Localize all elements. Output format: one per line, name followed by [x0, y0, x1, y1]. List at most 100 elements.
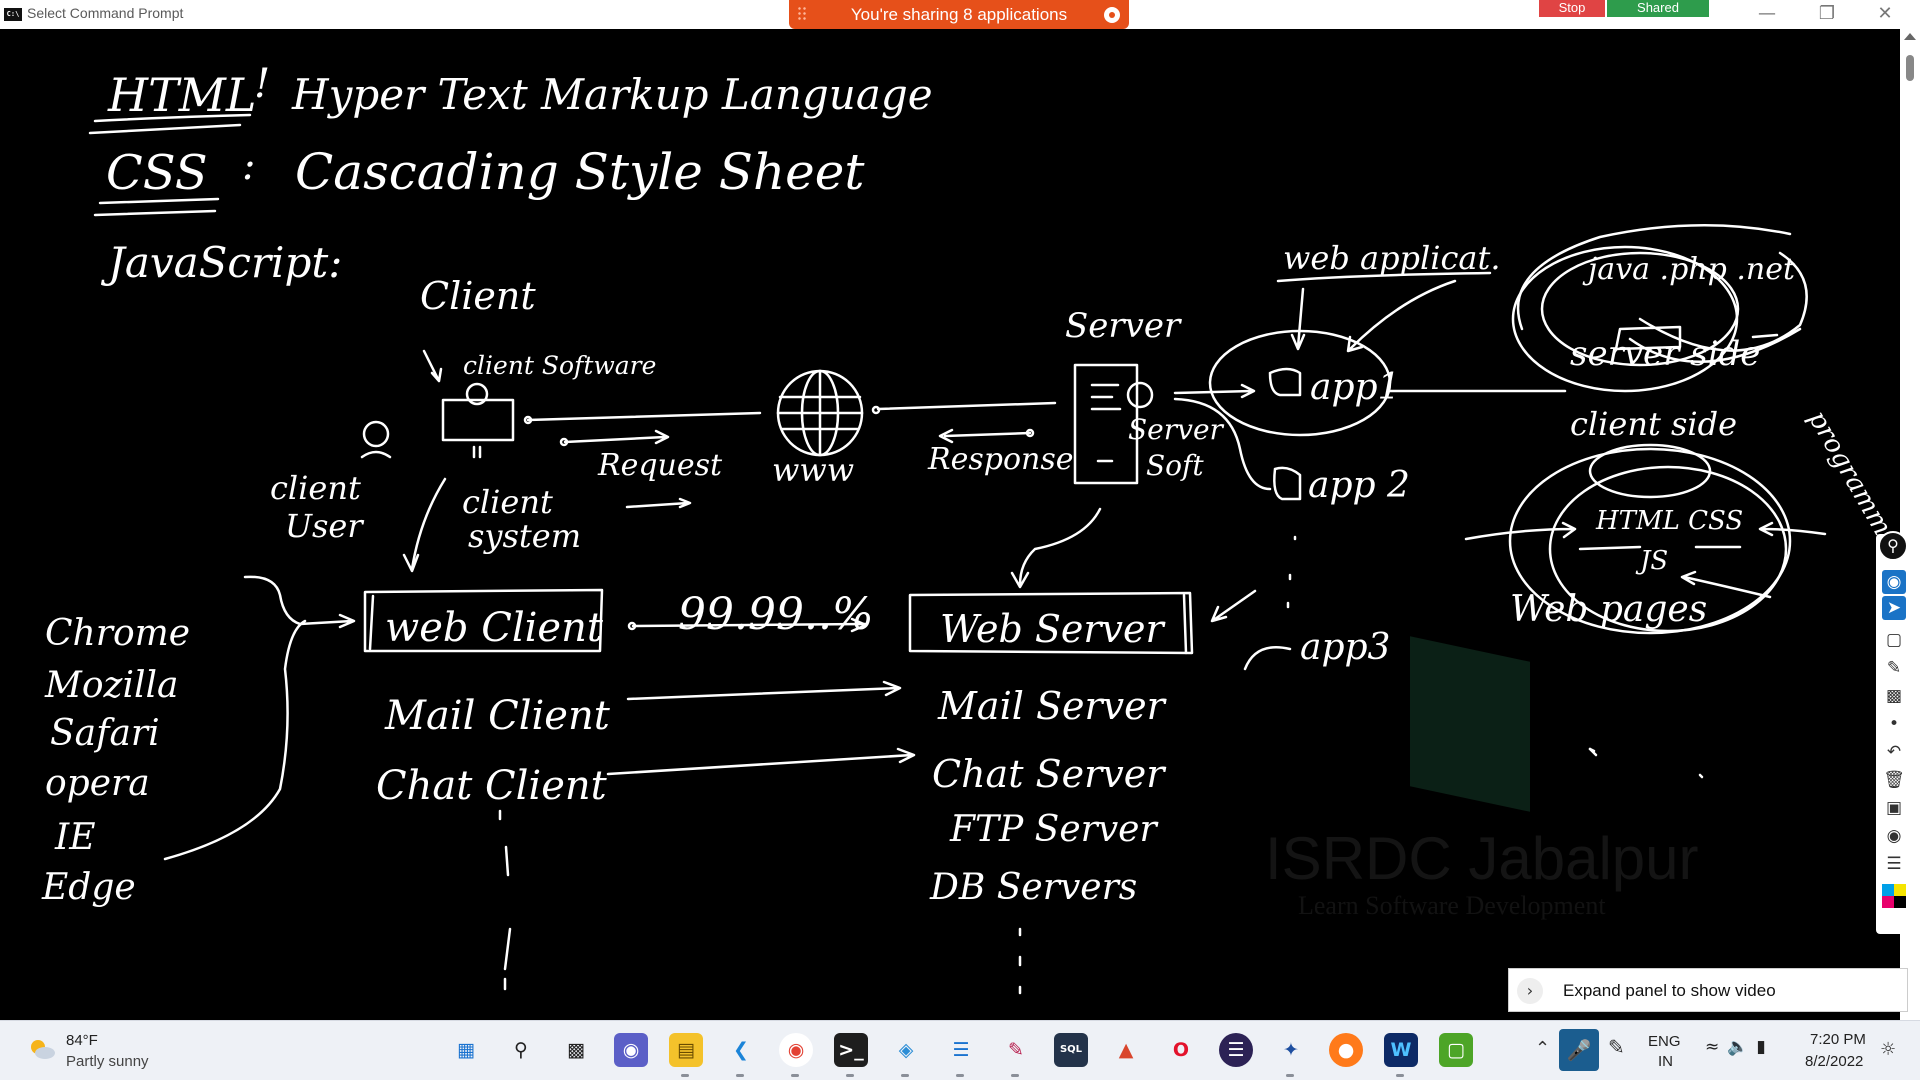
label-app3: app3: [1300, 627, 1390, 668]
dot-icon[interactable]: •: [1888, 714, 1900, 734]
label-programming: programmi: [1802, 406, 1900, 548]
whiteboard-canvas[interactable]: ISRDC Jabalpur Learn Software Developmen…: [0, 29, 1920, 1020]
scroll-up-icon[interactable]: [1904, 33, 1916, 40]
color-swatch-blue[interactable]: [1882, 884, 1894, 896]
running-indicator: [846, 1074, 854, 1077]
running-indicator: [901, 1074, 909, 1077]
weather-temperature[interactable]: 84°F: [66, 1032, 98, 1049]
trash-icon[interactable]: 🗑: [1883, 770, 1905, 790]
label-client-system-1: client: [462, 483, 553, 521]
label-server: Server: [1065, 306, 1182, 346]
running-indicator: [1396, 1074, 1404, 1077]
label-client-user-2: User: [285, 507, 364, 545]
command-prompt-icon: C:\: [4, 8, 22, 21]
notification-icon[interactable]: ☼: [1880, 1039, 1897, 1060]
window-title: Select Command Prompt: [27, 5, 184, 21]
color-swatch-pink[interactable]: [1882, 896, 1894, 908]
start-icon[interactable]: ▦: [457, 1039, 475, 1061]
chat-icon[interactable]: ◉: [614, 1033, 648, 1067]
label-chat-server: Chat Server: [932, 752, 1167, 796]
heading-css: CSS: [106, 145, 208, 201]
heading-css-definition: Cascading Style Sheet: [295, 143, 865, 201]
running-indicator: [681, 1074, 689, 1077]
input-language[interactable]: ENG: [1648, 1033, 1681, 1050]
system-tray-icons[interactable]: ≈🔈▮: [1705, 1037, 1774, 1057]
browser-ie: IE: [54, 817, 96, 858]
paint-icon[interactable]: ▲: [1118, 1039, 1134, 1061]
mysql-icon[interactable]: SQL: [1054, 1033, 1088, 1067]
whiteboard-icon[interactable]: ▣: [1885, 798, 1903, 818]
pen-icon[interactable]: ✎: [1886, 658, 1902, 678]
notepad-icon[interactable]: ☰: [952, 1039, 970, 1061]
color-swatch-yellow[interactable]: [1894, 884, 1906, 896]
file-explorer-icon[interactable]: ▤: [669, 1033, 703, 1067]
chevron-right-icon[interactable]: ›: [1517, 978, 1543, 1004]
label-ftp-server: FTP Server: [949, 809, 1158, 850]
handwritten-notes: HTML ! Hyper Text Markup Language CSS : …: [41, 61, 1900, 995]
expand-panel-label: Expand panel to show video: [1563, 981, 1776, 1000]
minimize-icon[interactable]: —: [1758, 3, 1776, 24]
highlighter-icon[interactable]: ▩: [1885, 686, 1903, 706]
clock-time[interactable]: 7:20 PM: [1810, 1031, 1866, 1048]
recording-dot-icon[interactable]: [1104, 7, 1120, 23]
label-request: Request: [597, 448, 723, 483]
browser-chrome: Chrome: [45, 613, 190, 654]
partly-sunny-icon[interactable]: [28, 1037, 56, 1061]
terminal-icon[interactable]: >_: [834, 1033, 868, 1067]
label-mail-server: Mail Server: [937, 684, 1168, 728]
label-www: www: [772, 451, 854, 489]
globe-app-icon[interactable]: ◈: [898, 1039, 914, 1061]
pen-app-icon[interactable]: ✎: [1008, 1039, 1024, 1061]
shared-button[interactable]: Shared: [1607, 0, 1709, 17]
pointer-icon[interactable]: ➤: [1882, 596, 1906, 620]
clock-date[interactable]: 8/2/2022: [1805, 1053, 1864, 1070]
annotation-toolbar: ◉ ➤ ▢ ✎ ▩ • ↶ 🗑 ▣ ◉ ☰: [1876, 534, 1912, 934]
eye-icon[interactable]: ◉: [1882, 570, 1906, 594]
color-swatch-black[interactable]: [1894, 896, 1906, 908]
label-web-pages: Web pages: [1510, 589, 1707, 630]
drag-grip-icon[interactable]: [797, 6, 807, 22]
running-indicator: [791, 1074, 799, 1077]
browser-edge: Edge: [41, 867, 136, 908]
chevron-up-icon[interactable]: ⌃: [1535, 1038, 1551, 1059]
scroll-thumb[interactable]: [1906, 55, 1914, 81]
close-icon[interactable]: ✕: [1877, 3, 1893, 24]
firefox-icon[interactable]: ●: [1329, 1033, 1363, 1067]
notepad-plus-icon[interactable]: ▢: [1439, 1033, 1473, 1067]
pin-icon[interactable]: ⚲: [1878, 531, 1908, 561]
input-region[interactable]: IN: [1658, 1053, 1673, 1070]
browser-safari: Safari: [50, 713, 160, 754]
eraser-icon[interactable]: ▢: [1885, 630, 1903, 650]
label-server-soft-1: Server: [1128, 413, 1225, 446]
eclipse-icon[interactable]: ☰: [1219, 1033, 1253, 1067]
weather-condition[interactable]: Partly sunny: [66, 1053, 149, 1070]
pen-workspace-icon[interactable]: ✎: [1608, 1035, 1625, 1059]
search-icon[interactable]: ⚲: [514, 1039, 528, 1061]
label-response: Response: [927, 442, 1073, 477]
label-chat-client: Chat Client: [376, 763, 608, 809]
label-client-software: client Software: [463, 351, 656, 380]
running-indicator: [956, 1074, 964, 1077]
running-indicator: [1286, 1074, 1294, 1077]
stop-sharing-button[interactable]: Stop: [1539, 0, 1605, 17]
label-web-client: web Client: [385, 605, 604, 651]
microphone-icon[interactable]: 🎤: [1559, 1029, 1599, 1071]
clipboard-icon[interactable]: ☰: [1886, 854, 1902, 874]
label-app2: app 2: [1308, 465, 1410, 506]
label-html-css: HTML CSS: [1595, 506, 1743, 536]
sharing-banner: You're sharing 8 applications: [789, 0, 1129, 29]
expand-video-panel[interactable]: › Expand panel to show video: [1508, 968, 1908, 1012]
undo-icon[interactable]: ↶: [1886, 742, 1902, 762]
camera-icon[interactable]: ◉: [1886, 826, 1902, 846]
task-view-icon[interactable]: ▩: [567, 1039, 585, 1061]
opera-icon[interactable]: O: [1172, 1039, 1190, 1061]
app-icon[interactable]: ✦: [1283, 1039, 1299, 1061]
label-server-languages: java .php .net: [1582, 252, 1796, 287]
label-server-soft-2: Soft: [1146, 449, 1204, 482]
taskbar: 84°F Partly sunny ▦ ⚲ ▩ ◉ ▤ ❮ ◉ >_ ◈ ☰ ✎…: [0, 1020, 1920, 1080]
webex-icon[interactable]: W: [1384, 1033, 1418, 1067]
vscode-icon[interactable]: ❮: [733, 1039, 749, 1061]
restore-icon[interactable]: ❐: [1818, 3, 1836, 24]
browser-opera: opera: [45, 763, 150, 804]
chrome-icon[interactable]: ◉: [779, 1033, 813, 1067]
